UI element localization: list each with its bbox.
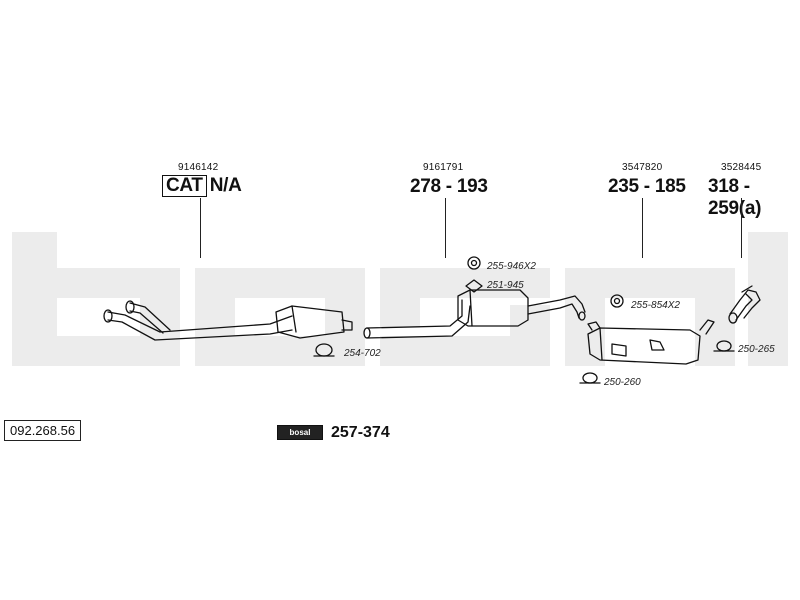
cat-badge: CAT [162, 175, 207, 197]
fitting-label: 250-265 [738, 344, 775, 355]
middle-silencer [363, 289, 586, 339]
bosal-logo: bosal [277, 425, 323, 440]
part-reference: 235 - 185 [608, 176, 686, 198]
part-reference: 278 - 193 [410, 176, 488, 198]
clamp-icon [610, 294, 624, 308]
watermark-block [380, 336, 550, 366]
gasket-icon [465, 279, 483, 293]
part-reference-b: 259(a) [708, 198, 762, 219]
clamp-icon [467, 256, 481, 270]
part-reference-a: 235 [608, 176, 639, 197]
part-number: 9146142 [178, 162, 219, 173]
leader-line [741, 198, 742, 258]
front-pipe [103, 300, 353, 341]
leader-line [200, 198, 201, 258]
clamp-icon [579, 372, 601, 384]
leader-line [445, 198, 446, 258]
kit-number: 257-374 [331, 424, 390, 441]
fitting-label: 254-702 [344, 348, 381, 359]
part-number: 3528445 [721, 162, 762, 173]
part-number: 3547820 [622, 162, 663, 173]
part-reference-b: 185 [654, 176, 686, 197]
rear-silencer [587, 319, 715, 365]
watermark-block [12, 336, 180, 366]
watermark-block [380, 268, 420, 328]
watermark-block [748, 232, 788, 366]
fitting-label: 251-945 [487, 280, 524, 291]
part-reference-a: 278 [410, 176, 441, 197]
separator: - [743, 176, 750, 197]
watermark-block [195, 336, 365, 366]
diagram-code: 092.268.56 [4, 420, 82, 441]
part-number: 9161791 [423, 162, 464, 173]
part-reference-b: 193 [456, 176, 488, 197]
part-reference-b: N/A [209, 175, 242, 196]
fitting-label: 250-260 [604, 377, 641, 388]
part-reference-a: 318 [708, 176, 739, 197]
leader-line [642, 198, 643, 258]
clamp-icon [713, 340, 735, 352]
fitting-label: 255-854X2 [631, 300, 680, 311]
fitting-label: 255-946X2 [487, 261, 536, 272]
part-reference: 318 - 259(a) [708, 176, 800, 220]
tail-pipe [728, 285, 761, 324]
separator: - [445, 176, 452, 197]
clamp-icon [313, 343, 335, 357]
separator: - [643, 176, 650, 197]
